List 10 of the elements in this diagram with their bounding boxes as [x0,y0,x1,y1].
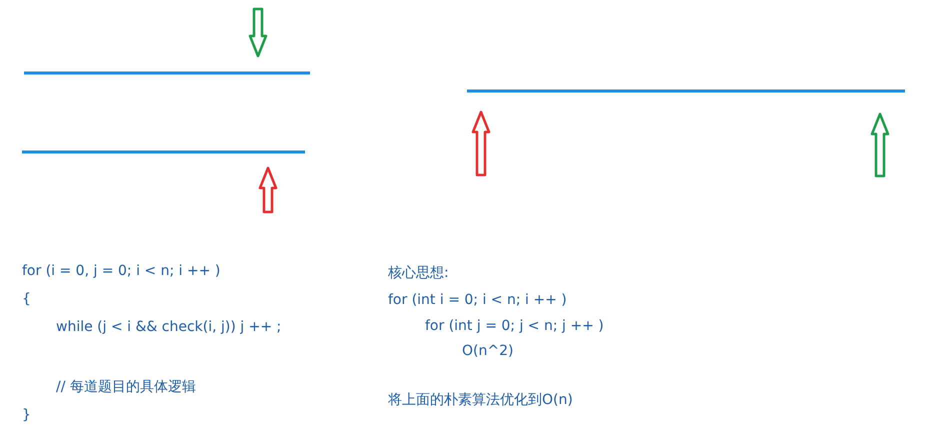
code-line: for (i = 0, j = 0; i < n; i ++ ) [22,262,220,280]
code-line: while (j < i && check(i, j)) j ++ ; [56,318,282,336]
code-line: O(n^2) [462,342,514,360]
code-line: 将上面的朴素算法优化到O(n) [388,391,573,409]
code-line: for (int i = 0; i < n; i ++ ) [388,291,567,309]
code-line: { [22,290,31,308]
code-line: } [22,406,31,424]
code-line: // 每道题目的具体逻辑 [56,378,196,396]
code-line: 核心思想: [388,264,449,282]
code-line: for (int j = 0; j < n; j ++ ) [425,317,604,335]
